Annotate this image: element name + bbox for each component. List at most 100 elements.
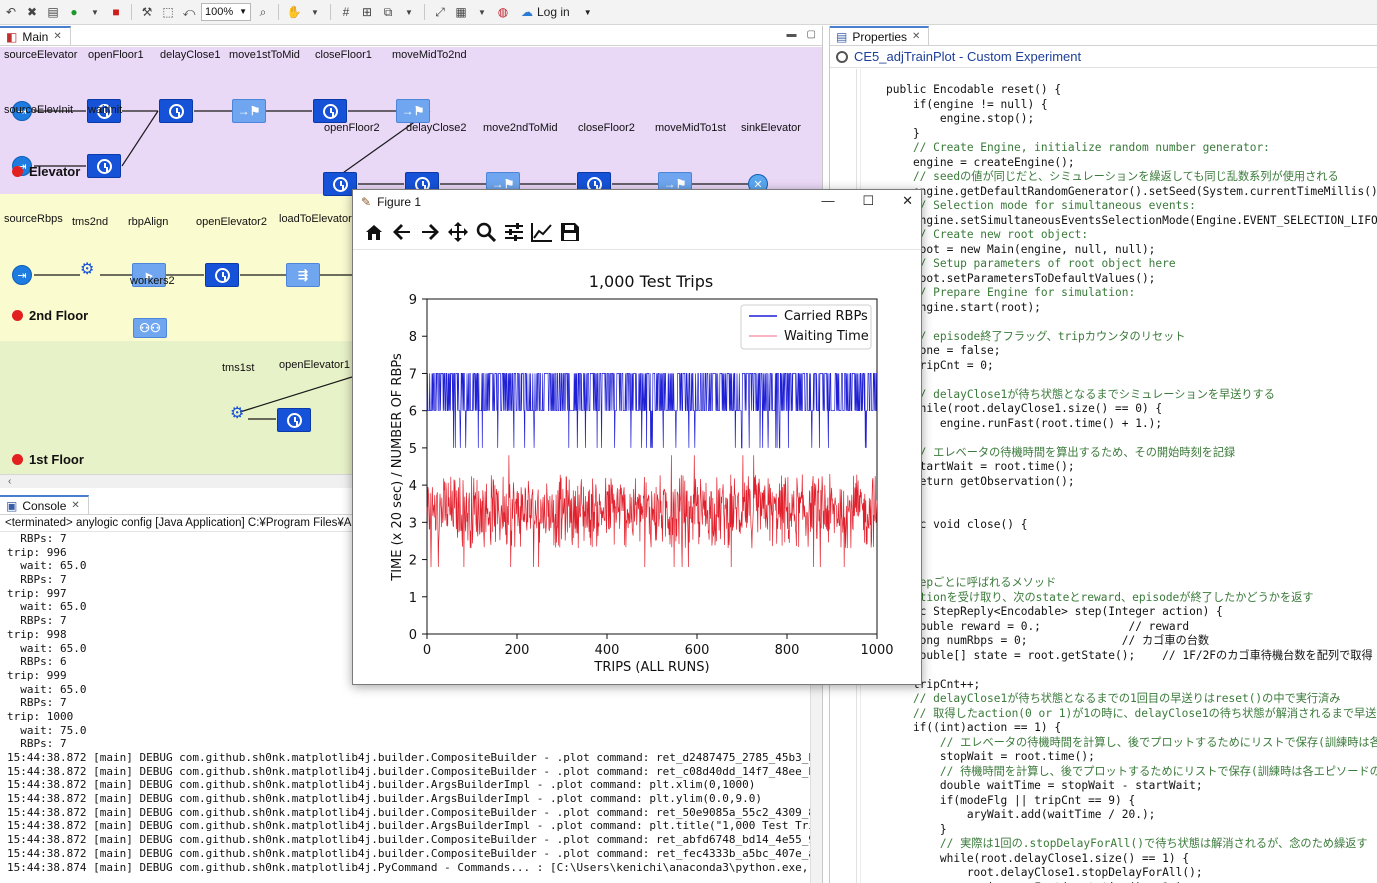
logo-icon[interactable]: ◍ — [497, 5, 509, 19]
window-controls: ▬ ▢ — [787, 29, 816, 40]
y-tick-label: 3 — [409, 516, 417, 531]
node-label: waitInit — [88, 104, 123, 116]
minimize-icon[interactable]: ▬ — [786, 29, 797, 40]
tms1st-node[interactable]: ⚙ — [230, 403, 250, 422]
node-label: openElevator1 — [279, 359, 350, 371]
code-line: return getObservation(); — [886, 474, 1075, 488]
figure-toolbar — [353, 214, 921, 250]
save-icon[interactable] — [559, 221, 581, 243]
close-icon[interactable]: ✕ — [53, 31, 62, 42]
build-icon[interactable]: ⚒ — [141, 5, 153, 19]
code-line: // Create Engine, initialize random numb… — [886, 141, 1270, 154]
load-icon: ⇶ — [297, 268, 309, 282]
figure-titlebar[interactable]: ✎ Figure 1 — ☐ ✕ — [353, 190, 921, 214]
code-line: // 待機時間を計算し、後でプロットするためにリストで保存(訓練時は各エピソード… — [939, 764, 1377, 778]
chart-legend: Carried RBPs Waiting Time — [740, 304, 872, 350]
select-icon[interactable]: ⧉ — [383, 4, 393, 19]
node-label: sourceRbps — [4, 213, 63, 225]
tms2nd-node[interactable]: ⚙ — [80, 259, 100, 278]
dropdown-icon[interactable]: ▼ — [91, 7, 99, 17]
move-mid-to-2nd-node[interactable]: →⚑ — [396, 99, 430, 123]
chevron-left-icon[interactable]: ‹ — [8, 476, 12, 487]
console-line: RBPs: 7 — [7, 737, 67, 751]
login-button[interactable]: ☁ Log in ▼ — [521, 5, 592, 19]
node-label: delayClose2 — [406, 122, 467, 134]
axes-icon[interactable] — [531, 221, 553, 243]
close-icon[interactable]: ✖ — [26, 5, 38, 19]
code-line: stopWait = root.time(); — [886, 750, 1095, 763]
minimize-icon[interactable]: — — [821, 193, 835, 208]
zoom-field[interactable]: 100%▼ — [201, 3, 251, 21]
open-elevator2-node[interactable] — [205, 263, 239, 287]
console-line: wait: 65.0 — [7, 641, 87, 655]
move-1st-to-mid-node[interactable]: →⚑ — [232, 99, 266, 123]
zoom-icon[interactable]: ⌕ — [259, 4, 267, 19]
grid-icon[interactable]: # — [342, 5, 350, 19]
console-line: 15:44:38.872 [main] DEBUG com.github.sh0… — [7, 846, 822, 860]
run-icon[interactable]: ● — [70, 5, 78, 19]
home-icon[interactable] — [363, 221, 385, 243]
open-floor2-node[interactable] — [323, 172, 357, 196]
code-line: engine.stop(); — [886, 112, 1035, 125]
hand-icon[interactable]: ✋ — [286, 5, 302, 19]
dropdown-icon[interactable]: ▼ — [478, 7, 486, 17]
stop-icon[interactable]: ■ — [112, 5, 120, 19]
cluster-icon[interactable]: ▦ — [455, 5, 467, 19]
layout-icon[interactable]: ⊞ — [361, 5, 373, 19]
clock-icon — [96, 103, 112, 119]
close-icon[interactable]: ✕ — [71, 500, 80, 511]
open-floor1-node[interactable] — [87, 99, 121, 123]
lane-title-elevator: Elevator — [12, 164, 80, 179]
dropdown-icon[interactable]: ▼ — [311, 7, 319, 17]
console-line: 15:44:38.872 [main] DEBUG com.github.sh0… — [7, 751, 822, 764]
rbp-align-node[interactable]: ⫸ — [132, 263, 166, 287]
maximize-icon[interactable]: ☐ — [862, 193, 875, 208]
figure-window[interactable]: ✎ Figure 1 — ☐ ✕ — [352, 189, 922, 685]
close-icon[interactable]: ✕ — [912, 31, 921, 42]
tab-properties[interactable]: ▤ Properties ✕ — [830, 26, 930, 45]
back-icon[interactable] — [391, 221, 413, 243]
x-tick-label: 400 — [595, 643, 620, 658]
pan-icon[interactable] — [447, 221, 469, 243]
open-elevator1-node[interactable] — [277, 408, 311, 432]
zoom-out-icon[interactable]: ⤺ — [182, 4, 196, 19]
zoom-select-icon[interactable]: ⬚ — [162, 5, 174, 19]
delay-close1-node[interactable] — [159, 99, 193, 123]
node-label: closeFloor1 — [315, 49, 372, 61]
zoom-icon[interactable] — [475, 221, 497, 243]
code-line — [886, 547, 1377, 562]
code-line: // エレベータの待機時間を算出するため、その開始時刻を記録 — [886, 445, 1236, 459]
maximize-icon[interactable]: ▢ — [806, 29, 816, 40]
connector-icon[interactable]: ⤢ — [435, 4, 445, 19]
x-tick-label: 0 — [423, 643, 431, 658]
console-line: 15:44:38.872 [main] DEBUG com.github.sh0… — [7, 805, 822, 819]
close-floor1-node[interactable] — [313, 99, 347, 123]
dropdown-icon[interactable]: ▼ — [405, 7, 413, 17]
forward-icon[interactable] — [419, 221, 441, 243]
source-elevator-node[interactable]: ⇥ — [12, 101, 32, 121]
undo-icon[interactable]: ↶ — [5, 5, 17, 19]
tab-main[interactable]: ◧ Main ✕ — [0, 26, 71, 45]
code-line: // seedの値が同じだと、シミュレーションを繰返しても同じ乱数系列が使用され… — [886, 170, 1339, 183]
move-to-icon: →⚑ — [491, 177, 515, 191]
node-label: move2ndToMid — [483, 122, 558, 134]
seize-icon: ⚙ — [80, 261, 95, 278]
console-line: wait: 75.0 — [7, 723, 87, 737]
load-to-elevator-node[interactable]: ⇶ — [286, 263, 320, 287]
wait-init-node[interactable] — [87, 154, 121, 178]
code-text[interactable]: public Encodable reset() { if(engine != … — [886, 83, 1377, 883]
console-line: 15:44:38.874 [main] DEBUG com.github.sh0… — [7, 860, 822, 874]
code-line: // delayClose1が待ち状態となるまでの1回目の早送りはreset()… — [886, 692, 1341, 705]
configure-icon[interactable] — [503, 221, 525, 243]
align-icon: ⫸ — [145, 267, 153, 282]
chevron-down-icon: ▼ — [239, 7, 247, 16]
close-icon[interactable]: ✕ — [902, 193, 913, 208]
clock-icon — [332, 176, 348, 192]
workers2-node[interactable]: ⚇⚇ — [133, 318, 167, 338]
y-tick-label: 2 — [409, 554, 417, 569]
save-icon[interactable]: ▤ — [47, 5, 59, 19]
tab-console[interactable]: ▣ Console ✕ — [0, 495, 89, 514]
source-rbps-node[interactable]: ⇥ — [12, 265, 32, 285]
